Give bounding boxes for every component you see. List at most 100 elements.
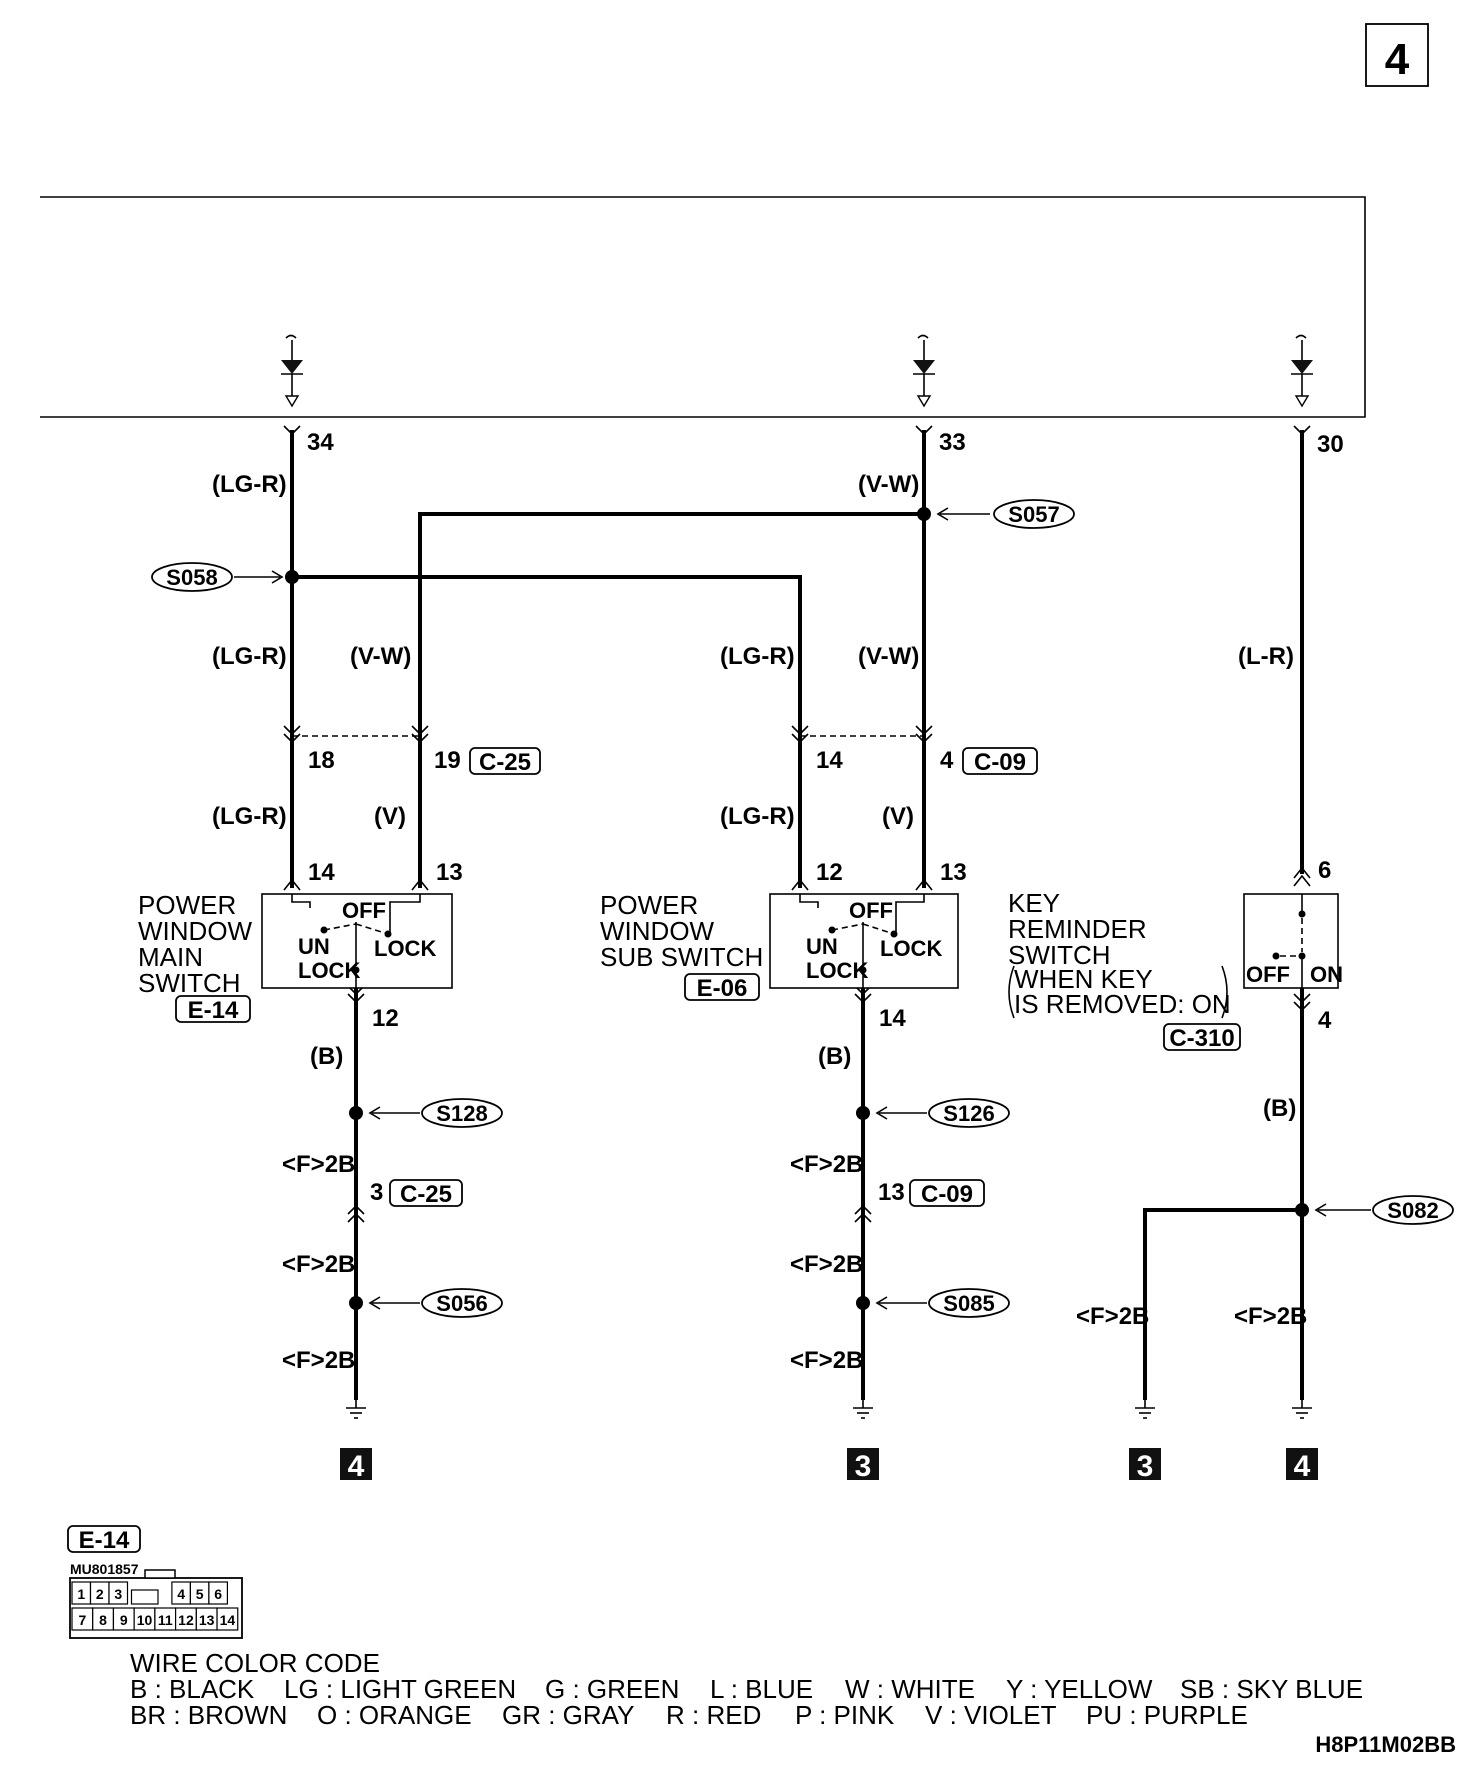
svg-text:<F>2B: <F>2B: [790, 1347, 863, 1374]
connector-cavity: [108, 1581, 129, 1605]
connector-cavity-number: 3: [114, 1586, 122, 1602]
connector-c310: C-310: [1163, 1023, 1241, 1052]
connector-key: [144, 1569, 176, 1579]
svg-text:<F>2B: <F>2B: [1076, 1303, 1149, 1330]
legend-item: GR : GRAY: [502, 1700, 634, 1730]
svg-text:4: 4: [940, 747, 954, 774]
key-reminder-switch: OFF ON: [1243, 893, 1343, 989]
svg-text:WINDOW: WINDOW: [600, 916, 715, 946]
splice-s128: S128: [368, 1098, 503, 1128]
svg-text:<F>2B: <F>2B: [282, 1251, 355, 1278]
legend-item: L : BLUE: [710, 1674, 813, 1704]
connector-c09-bottom: C-09: [909, 1179, 985, 1208]
connector-cavity-number: 4: [177, 1586, 185, 1602]
connector-cavity-number: 10: [137, 1612, 153, 1628]
svg-text:C-09: C-09: [974, 749, 1026, 776]
splice-s058: S058: [151, 562, 284, 592]
connector-e06: E-06: [684, 973, 760, 1002]
pin-30: 30: [1317, 431, 1344, 458]
svg-text:13: 13: [878, 1179, 905, 1206]
svg-text:(V-W): (V-W): [350, 643, 411, 670]
page-number-box: 4: [1365, 23, 1429, 87]
page-number: 4: [1385, 35, 1410, 84]
svg-text:<F>2B: <F>2B: [790, 1251, 863, 1278]
ground-ref-key-right: 4: [1286, 1448, 1318, 1483]
connector-c25-bottom: C-25: [389, 1179, 463, 1208]
connector-cavity-blank: [130, 1589, 159, 1605]
svg-text:E-06: E-06: [697, 975, 748, 1002]
connector-c09-top: C-09: [962, 747, 1038, 776]
connector-cavity-number: 2: [96, 1586, 104, 1602]
svg-text:(B): (B): [818, 1043, 851, 1070]
svg-text:C-310: C-310: [1169, 1025, 1234, 1052]
svg-text:SUB SWITCH: SUB SWITCH: [600, 942, 763, 972]
ground-ref-sub: 3: [847, 1448, 879, 1483]
connector-cavity-number: 9: [120, 1612, 128, 1628]
connector-cavity-number: 12: [178, 1612, 194, 1628]
connector-e14: E-14: [175, 995, 251, 1024]
svg-text:SWITCH: SWITCH: [1008, 940, 1111, 970]
svg-text:19: 19: [434, 747, 461, 774]
connector-c25-top: C-25: [469, 747, 541, 776]
diode-34: [281, 334, 303, 408]
svg-text:WIRE COLOR CODE: WIRE COLOR CODE: [130, 1648, 380, 1678]
svg-text:S085: S085: [943, 1291, 994, 1316]
svg-text:12: 12: [816, 859, 843, 886]
legend-item: G : GREEN: [545, 1674, 679, 1704]
splice-s126: S126: [875, 1098, 1010, 1128]
svg-text:REMINDER: REMINDER: [1008, 914, 1147, 944]
legend-item: O : ORANGE: [317, 1700, 472, 1730]
svg-text:(V-W): (V-W): [858, 471, 919, 498]
svg-text:(LG-R): (LG-R): [212, 803, 287, 830]
svg-text:C-09: C-09: [921, 1181, 973, 1208]
svg-text:(V): (V): [882, 803, 914, 830]
svg-text:C-25: C-25: [479, 749, 531, 776]
svg-text:12: 12: [372, 1005, 399, 1032]
sub-switch-off-label: OFF: [849, 898, 893, 923]
connector-cavity-number: 11: [158, 1612, 173, 1628]
legend-item: SB : SKY BLUE: [1180, 1674, 1363, 1704]
main-switch-un-label: UN: [298, 934, 330, 959]
svg-text:POWER: POWER: [138, 890, 236, 920]
connector-cavity-number: 1: [77, 1586, 85, 1602]
svg-text:(LG-R): (LG-R): [720, 643, 795, 670]
svg-text:(LG-R): (LG-R): [720, 803, 795, 830]
svg-text:MU801857: MU801857: [70, 1561, 139, 1577]
pin-labels: 18 19 14 4 14 13 12 13 6 12 14 4 3 13: [308, 747, 1332, 1206]
legend-item: Y : YELLOW: [1006, 1674, 1153, 1704]
svg-text:(LG-R): (LG-R): [212, 643, 287, 670]
legend-item: LG : LIGHT GREEN: [284, 1674, 516, 1704]
svg-text:13: 13: [940, 859, 967, 886]
svg-text:14: 14: [879, 1005, 906, 1032]
legend-item: R : RED: [666, 1700, 761, 1730]
sub-switch-un-label: UN: [806, 934, 838, 959]
legend-item: W : WHITE: [845, 1674, 975, 1704]
ground-ref-key-left: 3: [1129, 1448, 1161, 1483]
sub-switch-lock-label: LOCK: [880, 936, 942, 961]
connector-cavity-number: 5: [196, 1586, 204, 1602]
diode-30: [1291, 334, 1313, 408]
connector-cavity-number: 7: [78, 1612, 86, 1628]
diode-33: [913, 334, 935, 408]
main-switch-off-label: OFF: [342, 898, 386, 923]
wire-labels: (LG-R) (V-W) (LG-R) (V-W) (LG-R) (V-W) (…: [212, 471, 1307, 1374]
svg-text:POWER: POWER: [600, 890, 698, 920]
splice-s085: S085: [875, 1288, 1010, 1318]
splice-s057: S057: [936, 499, 1075, 529]
sub-switch-title: POWER WINDOW SUB SWITCH: [600, 890, 763, 972]
svg-text:S058: S058: [166, 565, 217, 590]
connector-cavity-number: 14: [220, 1612, 236, 1628]
svg-text:14: 14: [816, 747, 843, 774]
svg-text:3: 3: [1137, 1450, 1154, 1483]
svg-text:3: 3: [370, 1179, 383, 1206]
connector-cavity-number: 8: [99, 1612, 107, 1628]
ground-ref-main: 4: [340, 1448, 372, 1483]
legend-item: P : PINK: [795, 1700, 895, 1730]
svg-text:<F>2B: <F>2B: [282, 1347, 355, 1374]
svg-text:<F>2B: <F>2B: [1234, 1303, 1307, 1330]
svg-text:S082: S082: [1387, 1198, 1438, 1223]
svg-text:(V-W): (V-W): [858, 643, 919, 670]
svg-text:(LG-R): (LG-R): [212, 471, 287, 498]
